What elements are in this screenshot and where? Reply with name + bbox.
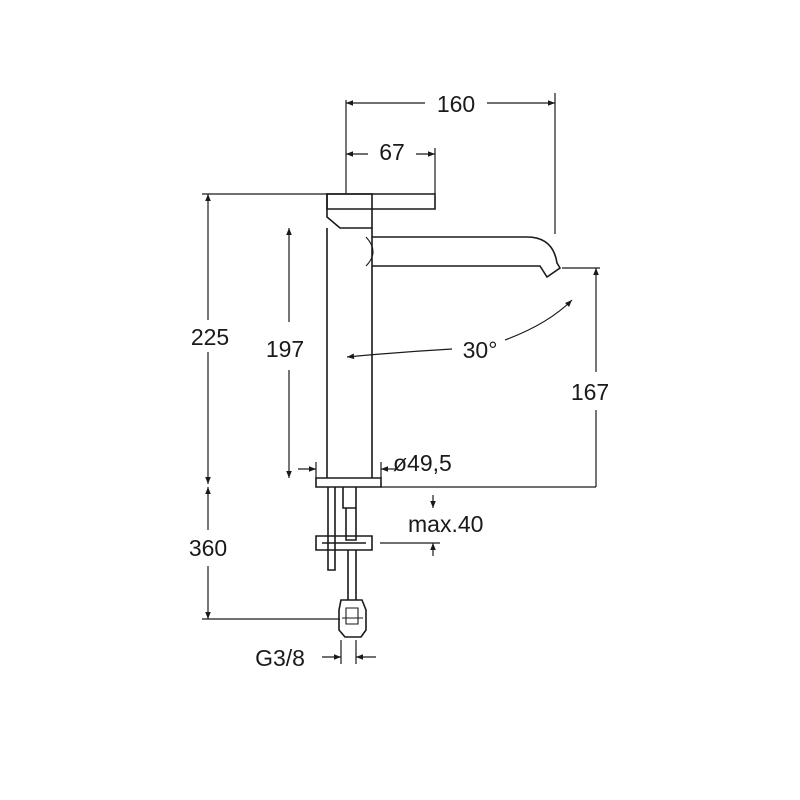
hose-connector (338, 599, 367, 638)
dim-diameter: ø49,5 (298, 450, 452, 478)
spout (372, 236, 562, 279)
base-flange (315, 477, 382, 488)
hose-connector-detail (342, 607, 363, 625)
dim-160: 160 (345, 91, 556, 234)
dim-label-225: 225 (191, 324, 229, 350)
dim-label-160: 160 (437, 91, 475, 117)
dim-label-g3-8: G3/8 (255, 645, 305, 671)
dim-197: 197 (266, 228, 304, 478)
spout-joint (365, 236, 374, 267)
lever-handle (326, 193, 436, 210)
dim-label-360: 360 (189, 535, 227, 561)
mounting-nut (315, 535, 373, 551)
lever-cap (326, 193, 373, 229)
dim-label-30: 30° (463, 337, 498, 363)
dim-225: 225 (191, 193, 327, 484)
body-column (326, 228, 373, 478)
dim-360: 360 (189, 487, 340, 620)
dim-g3-8: G3/8 (255, 640, 376, 671)
flexible-hose (347, 550, 357, 600)
dim-label-67: 67 (379, 139, 405, 165)
dim-label-diameter: ø49,5 (393, 450, 452, 476)
dim-label-197: 197 (266, 336, 304, 362)
dim-30-degree: 30° (346, 299, 573, 363)
faucet-outline (315, 193, 562, 638)
dim-67: 67 (346, 139, 436, 194)
dim-label-max-40: max.40 (408, 511, 483, 537)
dim-max-40: max.40 (380, 495, 483, 556)
dim-167: 167 (381, 267, 609, 488)
dim-label-167: 167 (571, 379, 609, 405)
mounting-shank (327, 487, 357, 571)
